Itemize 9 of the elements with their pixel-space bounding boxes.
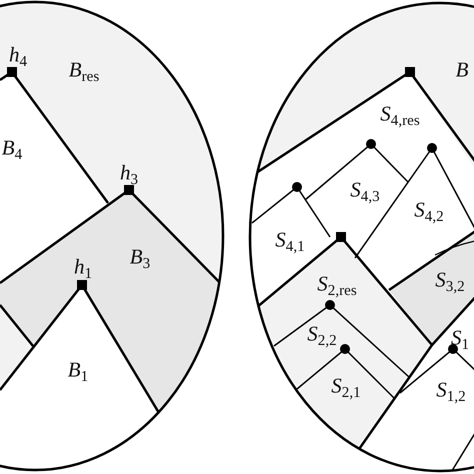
region-label: B$_{res}$ (68, 60, 100, 80)
region-label: B (456, 60, 468, 80)
region-label: B$_{1}$ (68, 360, 88, 380)
region-label: h$_{4}$ (8, 44, 28, 66)
region-label: B$_{3}$ (130, 246, 150, 268)
region-label: h$_{3}$ (120, 162, 138, 184)
region-label: h$_{1}$ (74, 256, 92, 278)
region-label: B$_{4}$ (2, 138, 22, 158)
region-label: S$_{1}$ (450, 328, 470, 348)
